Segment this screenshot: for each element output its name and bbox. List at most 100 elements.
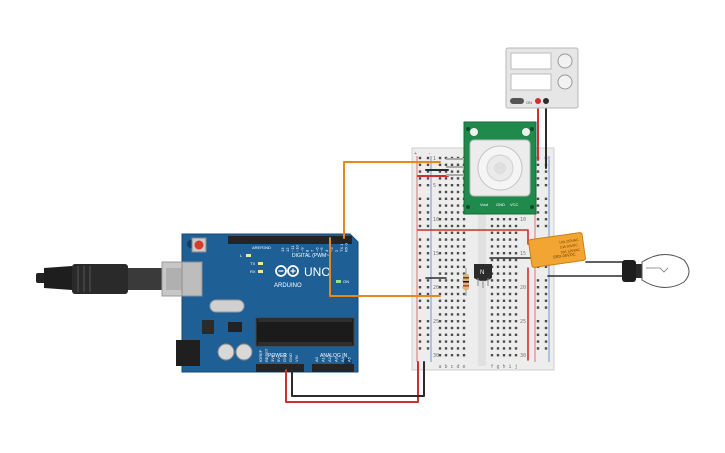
rail-hole[interactable]	[536, 299, 540, 302]
breadboard-hole[interactable]	[462, 340, 466, 343]
breadboard-hole[interactable]	[502, 306, 506, 309]
rail-hole[interactable]	[426, 347, 430, 350]
breadboard-hole[interactable]	[502, 252, 506, 255]
breadboard-hole[interactable]	[490, 245, 494, 248]
breadboard-hole[interactable]	[438, 184, 442, 187]
breadboard-hole[interactable]	[462, 265, 466, 268]
rail-hole[interactable]	[544, 177, 548, 180]
breadboard-hole[interactable]	[450, 265, 454, 268]
breadboard-hole[interactable]	[456, 340, 460, 343]
pir-sensor[interactable]: Vout GND VCC	[446, 121, 537, 215]
breadboard-hole[interactable]	[490, 333, 494, 336]
breadboard-hole[interactable]	[508, 224, 512, 228]
rail-hole[interactable]	[426, 333, 430, 336]
breadboard-hole[interactable]	[450, 258, 454, 262]
breadboard-hole[interactable]	[444, 224, 448, 228]
negative-terminal[interactable]	[543, 98, 549, 104]
rail-hole[interactable]	[426, 265, 430, 268]
rail-hole[interactable]	[426, 184, 430, 187]
breadboard-hole[interactable]	[502, 326, 506, 330]
breadboard-hole[interactable]	[438, 252, 442, 255]
breadboard-hole[interactable]	[456, 170, 460, 173]
breadboard-hole[interactable]	[508, 347, 512, 350]
rail-hole[interactable]	[426, 211, 430, 214]
breadboard-hole[interactable]	[444, 272, 448, 275]
breadboard-hole[interactable]	[444, 265, 448, 268]
breadboard-hole[interactable]	[514, 238, 518, 241]
rail-hole[interactable]	[418, 245, 422, 248]
breadboard-hole[interactable]	[438, 354, 442, 357]
rail-hole[interactable]	[536, 340, 540, 343]
breadboard-hole[interactable]	[456, 231, 460, 234]
wires[interactable]	[285, 103, 637, 403]
breadboard-hole[interactable]	[444, 211, 448, 214]
rail-hole[interactable]	[544, 340, 548, 343]
npn-transistor[interactable]: N	[474, 264, 492, 288]
rail-hole[interactable]	[544, 306, 548, 309]
rail-hole[interactable]	[418, 197, 422, 200]
breadboard-hole[interactable]	[490, 258, 494, 262]
rail-hole[interactable]	[426, 163, 430, 166]
breadboard-hole[interactable]	[444, 258, 448, 262]
breadboard-hole[interactable]	[444, 170, 448, 173]
breadboard-hole[interactable]	[456, 354, 460, 357]
breadboard-hole[interactable]	[496, 320, 500, 323]
breadboard-hole[interactable]	[496, 238, 500, 241]
rail-hole[interactable]	[536, 333, 540, 336]
breadboard-hole[interactable]	[450, 224, 454, 228]
breadboard-hole[interactable]	[450, 211, 454, 214]
rail-hole[interactable]	[418, 286, 422, 289]
breadboard-hole[interactable]	[450, 354, 454, 357]
rail-hole[interactable]	[426, 299, 430, 302]
breadboard-hole[interactable]	[456, 218, 460, 221]
rail-hole[interactable]	[418, 224, 422, 228]
rail-hole[interactable]	[418, 306, 422, 309]
breadboard-hole[interactable]	[450, 197, 454, 200]
breadboard-hole[interactable]	[450, 245, 454, 248]
breadboard-hole[interactable]	[514, 299, 518, 302]
rail-hole[interactable]	[426, 177, 430, 180]
breadboard-hole[interactable]	[508, 299, 512, 302]
rail-hole[interactable]	[418, 347, 422, 350]
breadboard-hole[interactable]	[444, 286, 448, 289]
breadboard-hole[interactable]	[444, 218, 448, 221]
breadboard-hole[interactable]	[490, 313, 494, 316]
breadboard-hole[interactable]	[514, 286, 518, 289]
breadboard-hole[interactable]	[508, 218, 512, 221]
rail-hole[interactable]	[426, 258, 430, 262]
rail-hole[interactable]	[418, 320, 422, 323]
breadboard-hole[interactable]	[450, 320, 454, 323]
breadboard-hole[interactable]	[502, 354, 506, 357]
breadboard-hole[interactable]	[496, 252, 500, 255]
breadboard-hole[interactable]	[444, 326, 448, 330]
breadboard-hole[interactable]	[514, 320, 518, 323]
breadboard-hole[interactable]	[508, 252, 512, 255]
rail-hole[interactable]	[536, 326, 540, 330]
breadboard-hole[interactable]	[456, 197, 460, 200]
breadboard-hole[interactable]	[450, 272, 454, 275]
breadboard-hole[interactable]	[438, 197, 442, 200]
rail-hole[interactable]	[426, 197, 430, 200]
breadboard-hole[interactable]	[438, 286, 442, 289]
rail-hole[interactable]	[418, 292, 422, 296]
breadboard-hole[interactable]	[502, 320, 506, 323]
breadboard-hole[interactable]	[462, 347, 466, 350]
breadboard-hole[interactable]	[490, 279, 494, 282]
breadboard-hole[interactable]	[444, 197, 448, 200]
rail-hole[interactable]	[536, 286, 540, 289]
power-switch[interactable]	[510, 98, 524, 104]
rail-hole[interactable]	[418, 333, 422, 336]
breadboard-hole[interactable]	[456, 245, 460, 248]
breadboard-hole[interactable]	[462, 333, 466, 336]
breadboard-hole[interactable]	[456, 299, 460, 302]
breadboard-hole[interactable]	[514, 333, 518, 336]
breadboard-hole[interactable]	[444, 347, 448, 350]
breadboard-hole[interactable]	[444, 231, 448, 234]
breadboard-hole[interactable]	[508, 320, 512, 323]
breadboard-hole[interactable]	[514, 218, 518, 221]
breadboard-hole[interactable]	[502, 286, 506, 289]
breadboard-hole[interactable]	[490, 292, 494, 296]
rail-hole[interactable]	[544, 184, 548, 187]
breadboard-hole[interactable]	[508, 326, 512, 330]
breadboard-hole[interactable]	[450, 238, 454, 241]
